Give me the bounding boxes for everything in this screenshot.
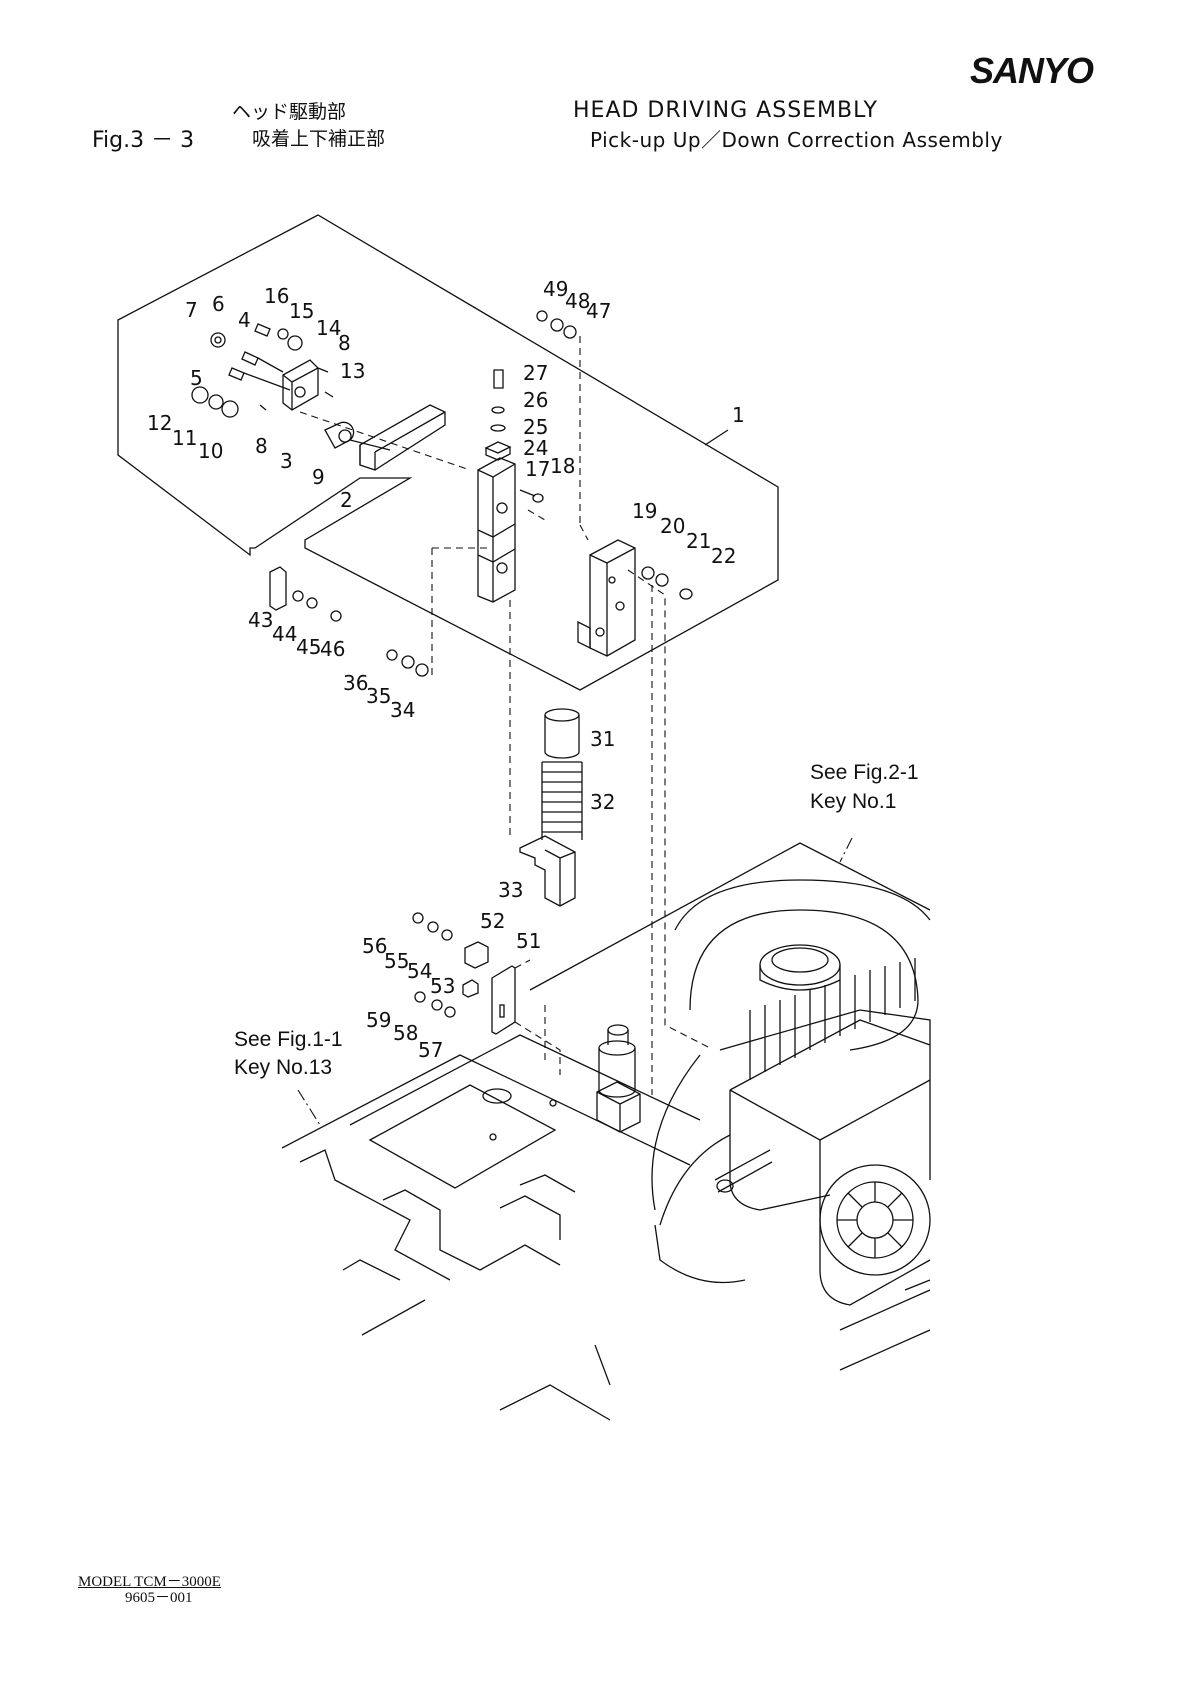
callout-43: 43 bbox=[248, 608, 273, 632]
callout-46: 46 bbox=[320, 637, 345, 661]
callout-9: 9 bbox=[312, 465, 325, 489]
callout-34: 34 bbox=[390, 698, 415, 722]
callout-1: 1 bbox=[732, 403, 745, 427]
callout-59: 59 bbox=[366, 1008, 391, 1032]
alignment-line bbox=[628, 570, 710, 1048]
callout-56: 56 bbox=[362, 934, 387, 958]
callout-55: 55 bbox=[384, 949, 409, 973]
alignment-line bbox=[528, 510, 545, 520]
callout-16: 16 bbox=[264, 284, 289, 308]
reference-fig1-line1: See Fig.1-1 bbox=[234, 1028, 343, 1051]
callout-48: 48 bbox=[565, 289, 590, 313]
right-plate-19 bbox=[578, 540, 692, 656]
callout-3: 3 bbox=[280, 449, 293, 473]
callout-6: 6 bbox=[212, 292, 225, 316]
reference-fig2-line1: See Fig.2-1 bbox=[810, 761, 919, 784]
callout-12: 12 bbox=[147, 411, 172, 435]
spring-32 bbox=[542, 762, 582, 840]
callout-57: 57 bbox=[418, 1038, 443, 1062]
alignment-line bbox=[432, 548, 490, 675]
callout-24: 24 bbox=[523, 436, 548, 460]
solenoid-unit bbox=[597, 1025, 640, 1132]
callout-52: 52 bbox=[480, 909, 505, 933]
callout-11: 11 bbox=[172, 426, 197, 450]
callout-2: 2 bbox=[340, 488, 353, 512]
callout-5: 5 bbox=[190, 366, 203, 390]
callout-31: 31 bbox=[590, 727, 615, 751]
callout-26: 26 bbox=[523, 388, 548, 412]
callout-53: 53 bbox=[430, 974, 455, 998]
motor-unit bbox=[530, 843, 930, 1370]
callout-25: 25 bbox=[523, 415, 548, 439]
callout-15: 15 bbox=[289, 299, 314, 323]
callout-17: 17 bbox=[525, 457, 550, 481]
callout-51: 51 bbox=[516, 929, 541, 953]
callout-8b: 8 bbox=[255, 434, 268, 458]
callout-14: 14 bbox=[316, 316, 341, 340]
reference-line-fig1 bbox=[298, 1090, 320, 1125]
callout-33: 33 bbox=[498, 878, 523, 902]
footer-model-info: MODEL TCM－3000E 9605－001 bbox=[78, 1574, 221, 1606]
document-code: 9605－001 bbox=[78, 1590, 221, 1606]
collar-31 bbox=[545, 709, 579, 758]
alignment-line bbox=[580, 525, 588, 540]
reference-fig2-line2: Key No.1 bbox=[810, 790, 896, 813]
callout-44: 44 bbox=[272, 622, 297, 646]
bracket-33 bbox=[520, 836, 575, 906]
callout-35: 35 bbox=[366, 684, 391, 708]
leader-1 bbox=[705, 430, 728, 445]
callout-4: 4 bbox=[238, 308, 251, 332]
callout-20: 20 bbox=[660, 514, 685, 538]
callout-54: 54 bbox=[407, 959, 432, 983]
callout-22: 22 bbox=[711, 544, 736, 568]
callout-36: 36 bbox=[343, 671, 368, 695]
callout-49: 49 bbox=[543, 277, 568, 301]
model-number: MODEL TCM－3000E bbox=[78, 1574, 221, 1590]
callout-19: 19 bbox=[632, 499, 657, 523]
reference-line-fig2 bbox=[840, 838, 852, 862]
reference-fig1-line2: Key No.13 bbox=[234, 1056, 332, 1079]
callout-58: 58 bbox=[393, 1021, 418, 1045]
callout-21: 21 bbox=[686, 529, 711, 553]
callout-13: 13 bbox=[340, 359, 365, 383]
callout-45: 45 bbox=[296, 635, 321, 659]
callout-27: 27 bbox=[523, 361, 548, 385]
hardware-47-49 bbox=[537, 311, 576, 338]
callout-7: 7 bbox=[185, 298, 198, 322]
callout-18: 18 bbox=[550, 454, 575, 478]
callout-10: 10 bbox=[198, 439, 223, 463]
callout-32: 32 bbox=[590, 790, 615, 814]
